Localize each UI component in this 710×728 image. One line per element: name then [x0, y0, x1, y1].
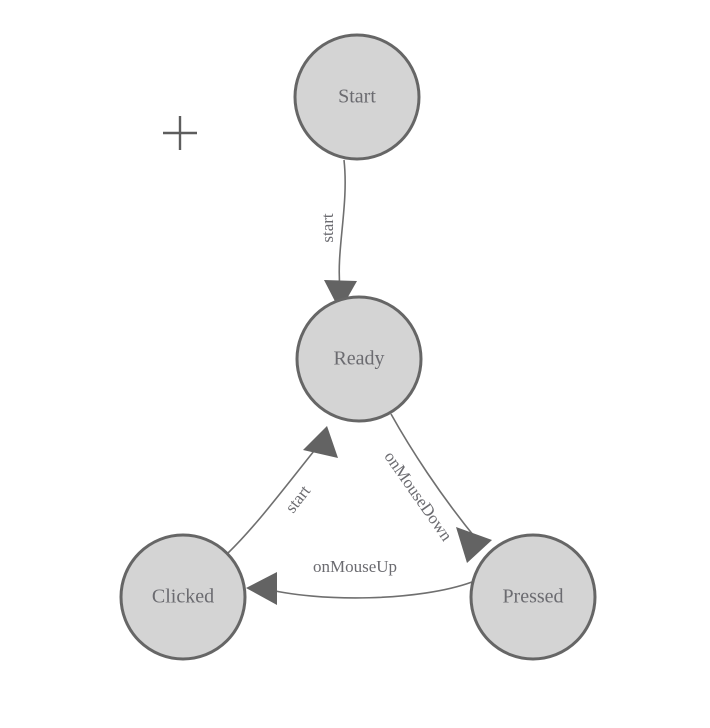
state-node-clicked-label: Clicked	[152, 586, 214, 608]
state-node-ready-label: Ready	[333, 348, 384, 370]
edge-clicked-to-ready-line	[227, 440, 323, 554]
crosshair-icon	[163, 116, 197, 150]
edge-start-to-ready-arrowhead	[324, 280, 357, 311]
state-node-clicked-circle[interactable]	[119, 533, 247, 661]
state-node-start-label: Start	[338, 86, 376, 108]
edge-label-start-to-ready: start	[318, 213, 337, 243]
state-node-start[interactable]: Start	[293, 33, 421, 161]
state-node-pressed[interactable]: Pressed	[469, 533, 597, 661]
edge-clicked-to-ready-arrowhead	[303, 426, 338, 458]
state-node-ready[interactable]: Ready	[295, 295, 423, 423]
state-node-start-circle[interactable]	[293, 33, 421, 161]
edge-ready-to-pressed-arrowhead	[456, 527, 492, 563]
edge-ready-to-pressed[interactable]	[390, 413, 492, 563]
edge-label-ready-to-pressed: onMouseDown	[380, 448, 456, 545]
edge-pressed-to-clicked-arrowhead	[246, 572, 277, 605]
state-node-pressed-circle[interactable]	[469, 533, 597, 661]
edge-ready-to-pressed-line	[390, 413, 479, 542]
edge-pressed-to-clicked[interactable]	[246, 572, 473, 605]
state-node-clicked[interactable]: Clicked	[119, 533, 247, 661]
edge-pressed-to-clicked-line	[261, 581, 473, 599]
edge-clicked-to-ready[interactable]	[227, 426, 338, 554]
edge-label-pressed-to-clicked: onMouseUp	[313, 557, 397, 576]
state-node-pressed-label: Pressed	[502, 586, 563, 608]
edge-start-to-ready[interactable]	[324, 159, 357, 311]
state-node-ready-circle[interactable]	[295, 295, 423, 423]
edge-start-to-ready-line	[338, 159, 346, 289]
